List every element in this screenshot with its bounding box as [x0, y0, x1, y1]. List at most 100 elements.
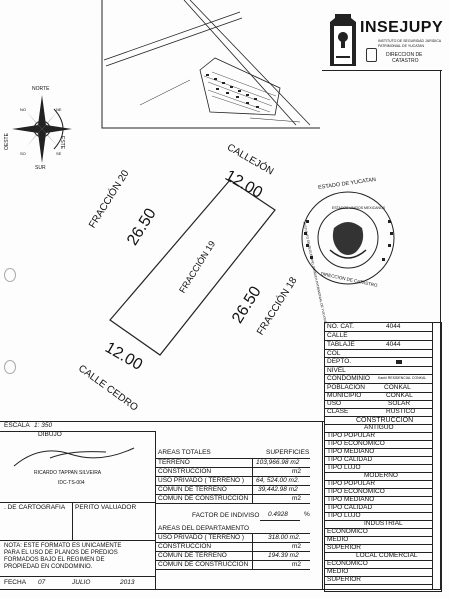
- note-line: PARA EL USO DE PLANOS DE PREDIOS: [4, 550, 118, 556]
- factor-label: FACTOR DE INDIVISO: [192, 512, 260, 519]
- info-value: CONKAL: [384, 384, 411, 391]
- area-label: USO PRIVADO ( TERRENO ): [158, 477, 245, 484]
- depto-area-label: CONSTRUCCION: [158, 543, 212, 550]
- drawn-code: IDC-TS-004: [58, 480, 85, 486]
- construction-item: TIPO POPULAR: [327, 432, 376, 439]
- construction-item: TIPO ECONOMICO: [327, 488, 385, 495]
- depto-mark: [396, 360, 402, 364]
- compass-ne: NE: [56, 107, 62, 112]
- brand-name: INSEJUPY: [360, 19, 444, 36]
- construction-item: MEDIO: [327, 568, 349, 575]
- construction-item: SUPERIOR: [327, 544, 361, 551]
- note-line: NOTA: ESTE FORMATO ES UNICAMENTE: [4, 543, 122, 549]
- area-value: m2: [292, 468, 302, 475]
- brand-subtitle-1: INSTITUTO DE SEGURIDAD JURIDICA: [378, 39, 442, 43]
- depto-area-value: m2: [292, 543, 302, 550]
- note-line: FORMADOS BAJO EL REGIMEN DE: [4, 557, 105, 563]
- compass-east: ESTE: [59, 136, 65, 150]
- cartography-dept: . DE CARTOGRAFIA: [4, 504, 66, 511]
- area-value: 39,442.98 m2: [258, 486, 298, 493]
- construction-header: CONSTRUCCION: [356, 417, 414, 424]
- factor-value: 0.4928: [268, 511, 288, 518]
- punch-hole: [4, 268, 16, 282]
- depto-area-label: COMUN DE TERRENO: [158, 552, 227, 559]
- info-label: COL: [327, 350, 341, 357]
- info-label: TABLAJE: [327, 341, 355, 348]
- date-label: FECHA: [4, 579, 27, 586]
- compass-north: NORTE: [32, 86, 50, 92]
- info-value: 4044: [386, 341, 401, 348]
- info-label: CALLE: [327, 332, 348, 339]
- construction-item: TIPO LUJO: [327, 464, 361, 471]
- compass-se: SE: [56, 151, 62, 156]
- areas-totales-title: AREAS TOTALES: [158, 449, 211, 456]
- property-info-table: [324, 322, 442, 592]
- construction-item: TIPO CALIDAD: [327, 456, 373, 463]
- yucatan-crest-icon: [366, 48, 377, 62]
- compass-south: SUR: [35, 165, 46, 171]
- construction-item: TIPO MEDIANO: [327, 496, 375, 503]
- date-month: JULIO: [72, 579, 91, 586]
- area-value: m2: [292, 495, 302, 502]
- construction-item: ECONOMICO: [327, 528, 368, 535]
- info-value: Kanki RESIDENCIAL CONKAL: [378, 376, 427, 380]
- insejupy-logo-icon: [330, 14, 356, 66]
- drawn-label: DIBUJO: [38, 431, 62, 438]
- compass-nw: NO: [20, 107, 26, 112]
- valuer-dept: PERITO VALUADOR: [75, 504, 137, 511]
- depto-area-value: 318.00 m2.: [268, 534, 301, 541]
- areas-depto-title: AREAS DEL DEPARTAMENTO: [158, 525, 250, 532]
- info-value: SOLAR: [388, 400, 411, 407]
- info-label: DEPTO.: [327, 358, 352, 365]
- lot-parcel: [109, 179, 276, 356]
- depto-area-value: 194.39 m2: [268, 552, 299, 559]
- official-seal-icon: [301, 191, 395, 285]
- surface-column-header: SUPERFICIES: [266, 449, 310, 456]
- area-value: 103,966.98 m2: [256, 459, 300, 466]
- section-title: LOCAL COMERCIAL: [356, 552, 418, 559]
- info-label: NO. CAT.: [327, 323, 354, 330]
- area-label: TERRENO: [158, 459, 190, 466]
- compass-sw: SO: [20, 151, 26, 156]
- depto-area-value: m2: [292, 561, 302, 568]
- construction-item: TIPO ECONOMICO: [327, 440, 385, 447]
- info-label: USO: [327, 400, 342, 407]
- depto-area-label: COMUN DE CONSTRUCCION: [158, 561, 249, 568]
- info-label: POBLACION: [327, 384, 365, 391]
- construction-item: TIPO MEDIANO: [327, 448, 375, 455]
- compass-west: OESTE: [4, 133, 10, 150]
- construction-item: TIPO POPULAR: [327, 480, 376, 487]
- info-label: MUNICIPIO: [327, 392, 362, 399]
- area-label: CONSTRUCCION: [158, 468, 212, 475]
- construction-item: SUPERIOR: [327, 576, 361, 583]
- section-title: ANTIGUO: [364, 424, 394, 431]
- location-map: [101, 0, 320, 129]
- punch-hole: [4, 360, 16, 374]
- factor-unit: %: [304, 511, 310, 518]
- construction-item: TIPO LUJO: [327, 512, 361, 519]
- drawn-name: RICARDO TAPPAN SILVEIRA: [34, 470, 102, 476]
- info-value: CONKAL: [386, 392, 413, 399]
- construction-item: ECONOMICO: [327, 560, 368, 567]
- construction-item: MEDIO: [327, 536, 349, 543]
- brand-subtitle-2: PATRIMONIAL DE YUCATAN: [378, 44, 425, 48]
- brand-subtitle-3: DIRECCION DE: [386, 52, 423, 58]
- info-label: NIVEL: [327, 367, 346, 374]
- section-title: MODERNO: [364, 472, 398, 479]
- info-label: CLASE: [327, 408, 349, 415]
- area-value: 64, 524.00 m2.: [256, 477, 300, 484]
- scale-label: ESCALA: [4, 422, 30, 429]
- seal-inner-text: ESTADOS UNIDOS MEXICANOS: [332, 206, 386, 210]
- brand-subtitle-4: CATASTRO: [392, 58, 419, 64]
- section-title: INDUSTRIAL: [364, 520, 403, 527]
- info-label: CONDOMINIO: [327, 375, 370, 382]
- date-year: 2013: [120, 579, 135, 586]
- construction-item: TIPO CALIDAD: [327, 504, 373, 511]
- signature-icon: [13, 447, 135, 467]
- scale-value: 1: 350: [34, 422, 53, 429]
- area-label: COMUN DE CONSTRUCCION: [158, 495, 249, 502]
- north-arrow-icon: [12, 95, 72, 163]
- date-day: 07: [38, 579, 46, 586]
- info-value: 4044: [386, 323, 401, 330]
